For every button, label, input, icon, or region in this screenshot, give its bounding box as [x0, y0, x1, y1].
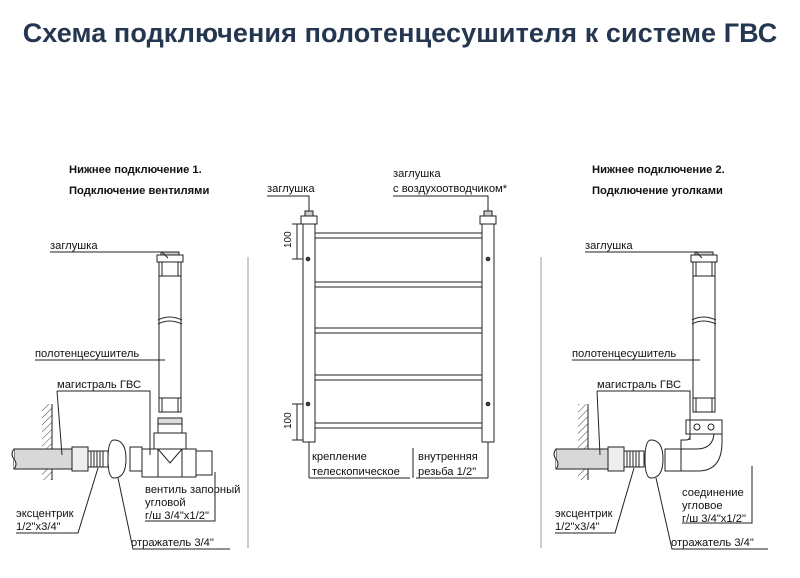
right-leader-reflector	[655, 477, 768, 550]
right-leader-eccentric	[555, 467, 635, 534]
right-main-pipe	[553, 448, 609, 470]
left-heading-1: Нижнее подключение 1.	[69, 164, 202, 176]
left-main-pipe	[11, 448, 73, 470]
center-assembly: 100 100	[267, 195, 497, 479]
right-leader-main-diag	[596, 390, 601, 456]
center-label-plug-air-2: с воздухоотводчиком*	[393, 183, 508, 195]
right-label-plug: заглушка	[585, 240, 633, 252]
center-dim-bottom-label: 100	[283, 412, 294, 429]
left-label-eccentric-1: эксцентрик	[16, 508, 74, 520]
left-leader-eccentric	[16, 467, 99, 534]
right-reflector	[644, 439, 664, 479]
left-label-valve-1: вентиль запорный	[145, 484, 241, 496]
left-wall	[42, 404, 52, 480]
right-assembly	[540, 251, 768, 550]
center-mount-dot	[485, 401, 491, 407]
center-leader-plug-air	[393, 195, 489, 211]
center-label-thread-1: внутренняя	[418, 451, 478, 463]
right-wall	[578, 404, 588, 480]
center-dim-top	[292, 223, 303, 260]
right-heading-2: Подключение уголками	[592, 185, 723, 197]
left-label-eccentric-2: 1/2"x3/4"	[16, 521, 61, 533]
right-label-eccentric-2: 1/2"x3/4"	[555, 521, 600, 533]
left-leader-main-diag	[56, 390, 63, 456]
center-plug-right	[479, 210, 497, 225]
left-heading-2: Подключение вентилями	[69, 185, 210, 197]
left-leader-reflector	[117, 477, 230, 550]
page-title: Схема подключения полотенцесушителя к си…	[22, 18, 778, 48]
left-leader-valve	[145, 472, 216, 522]
right-label-connector-2: угловое	[682, 500, 723, 512]
right-label-dryer: полотенцесушитель	[572, 348, 677, 360]
center-label-mount-2: телескопическое	[312, 466, 400, 478]
center-mount-dot	[305, 401, 311, 407]
right-label-eccentric-1: эксцентрик	[555, 508, 613, 520]
right-leader-plug	[585, 251, 703, 259]
center-mount-dot	[485, 256, 491, 262]
left-angle-valve	[129, 417, 213, 478]
left-label-main-line: магистраль ГВС	[57, 379, 142, 391]
center-label-plug-air-1: заглушка	[393, 168, 441, 180]
center-label-mount-1: крепление	[312, 451, 367, 463]
right-eccentric	[607, 446, 645, 472]
left-reflector	[107, 439, 127, 479]
left-leader-plug	[50, 251, 169, 259]
center-label-thread-2: резьба 1/2"	[418, 466, 477, 478]
left-dryer-column	[156, 251, 184, 413]
right-label-connector-3: г/ш 3/4"x1/2"	[682, 513, 746, 525]
center-left-column	[302, 223, 316, 443]
center-label-plug: заглушка	[267, 183, 315, 195]
right-leader-main	[597, 390, 691, 440]
right-label-connector-1: соединение	[682, 487, 744, 499]
left-assembly	[11, 251, 249, 550]
right-label-reflector: отражатель 3/4"	[671, 537, 754, 549]
left-label-reflector: отражатель 3/4"	[131, 537, 214, 549]
center-plug-left	[300, 210, 318, 225]
left-label-valve-2: угловой	[145, 497, 186, 509]
left-leader-main	[57, 390, 151, 455]
right-label-main-line: магистраль ГВС	[597, 379, 682, 391]
right-dryer-column	[690, 251, 718, 413]
center-dim-bottom	[292, 403, 303, 441]
center-mount-dot	[305, 256, 311, 262]
center-rungs	[314, 232, 483, 429]
right-angle-connector	[664, 419, 723, 472]
right-leader-connector	[682, 466, 753, 524]
center-leader-plug	[267, 195, 310, 211]
left-label-dryer: полотенцесушитель	[35, 348, 140, 360]
left-label-valve-3: г/ш 3/4"x1/2"	[145, 510, 209, 522]
center-dim-top-label: 100	[283, 231, 294, 248]
left-label-plug: заглушка	[50, 240, 98, 252]
left-eccentric	[71, 446, 109, 472]
right-heading-1: Нижнее подключение 2.	[592, 164, 725, 176]
